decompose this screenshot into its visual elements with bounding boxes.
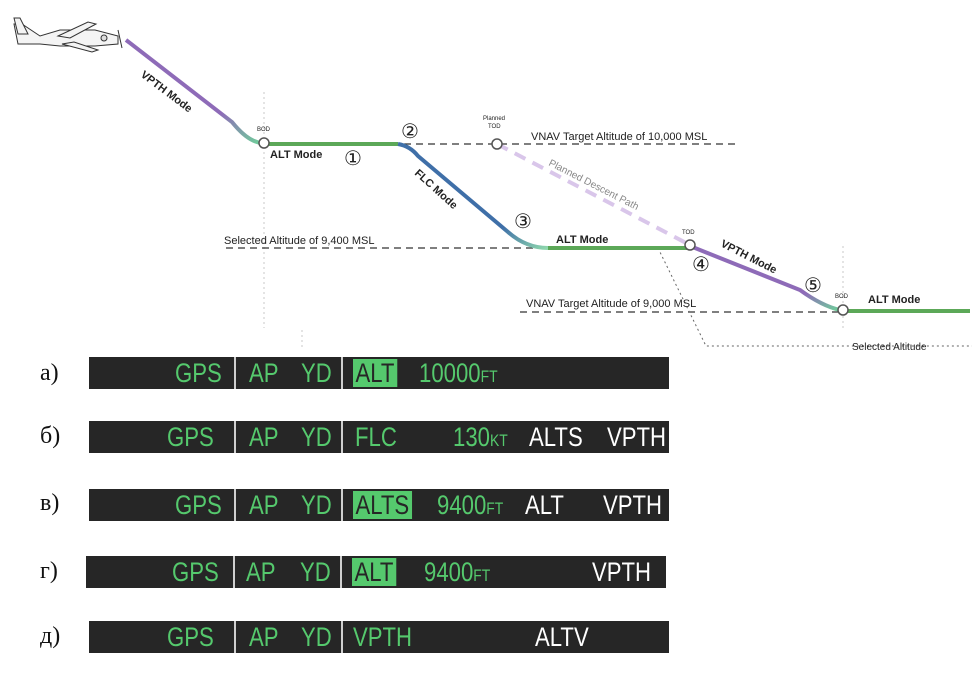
row-label-e: д) xyxy=(40,623,61,649)
ap-annunciation: AP xyxy=(249,358,279,388)
separator xyxy=(234,421,236,453)
altitude-reference-value: 9400FT xyxy=(424,556,490,588)
planned-tod-label: Planned xyxy=(483,116,505,122)
separator xyxy=(341,357,343,389)
vnav-target-9000-label: VNAV Target Altitude of 9,000 MSL xyxy=(526,298,696,310)
altitude-reference-value: 9400FT xyxy=(437,489,503,521)
alt-mode-label-1: ALT Mode xyxy=(270,149,322,161)
gps-annunciation: GPS xyxy=(167,622,214,652)
bod-label-1: BOD xyxy=(257,127,271,133)
planned-tod-marker xyxy=(491,138,503,150)
step-5-marker: ⑤ xyxy=(804,273,822,297)
gps-annunciation: GPS xyxy=(167,422,214,452)
active-vertical-mode: ALT xyxy=(353,359,397,387)
separator xyxy=(340,556,342,588)
ap-annunciation: AP xyxy=(246,557,276,587)
yd-annunciation: YD xyxy=(300,557,331,587)
reference-unit: KT xyxy=(489,431,508,450)
armed-mode-1: ALT xyxy=(525,490,564,520)
gps-annunciation: GPS xyxy=(175,358,222,388)
row-label-c: в) xyxy=(40,490,60,516)
planned-tod-label-2: TOD xyxy=(488,124,501,130)
separator xyxy=(341,621,343,653)
ap-annunciation: AP xyxy=(249,622,279,652)
step-4-marker: ④ xyxy=(692,252,710,276)
active-vertical-mode: VPTH xyxy=(353,622,413,652)
separator xyxy=(234,489,236,521)
reference-unit: FT xyxy=(480,367,498,386)
tod-label: TOD xyxy=(682,230,695,236)
step-2-marker: ② xyxy=(401,119,419,143)
step-3-marker: ③ xyxy=(514,209,532,233)
bod-1-marker xyxy=(258,137,270,149)
annunciator-strip-a: GPS AP YD ALT 10000FT xyxy=(89,357,669,389)
tod-marker xyxy=(684,239,696,251)
vpth-descent-segment-1 xyxy=(124,38,263,145)
reference-unit: FT xyxy=(486,499,504,518)
reference-number: 9400 xyxy=(437,490,487,520)
reference-number: 130 xyxy=(453,422,490,452)
yd-annunciation: YD xyxy=(301,490,332,520)
separator xyxy=(234,621,236,653)
gps-annunciation: GPS xyxy=(175,490,222,520)
yd-annunciation: YD xyxy=(301,358,332,388)
yd-annunciation: YD xyxy=(301,622,332,652)
armed-mode-2: VPTH xyxy=(603,490,663,520)
gps-annunciation: GPS xyxy=(172,557,219,587)
armed-mode-2: VPTH xyxy=(592,557,652,587)
bod-label-2: BOD xyxy=(835,294,849,300)
planned-descent-path-label: Planned Descent Path xyxy=(547,158,641,213)
flc-descent-segment xyxy=(397,142,549,250)
selected-altitude-line xyxy=(657,247,972,347)
separator xyxy=(233,556,235,588)
airplane-icon xyxy=(13,17,123,53)
descent-profile-diagram: VPTH Mode BOD ALT Mode ① ② Planned TOD V… xyxy=(13,17,972,353)
reference-number: 10000 xyxy=(419,358,481,388)
vpth-descent-segment-2 xyxy=(689,244,841,312)
bod-2-marker xyxy=(837,304,849,316)
active-vertical-mode: ALTS xyxy=(353,491,412,519)
annunciator-strip-c: GPS AP YD ALTS 9400FT ALT VPTH xyxy=(89,489,669,521)
reference-number: 9400 xyxy=(424,557,474,587)
annunciator-strip-b: GPS AP YD FLC 130KT ALTS VPTH xyxy=(89,421,669,453)
ap-annunciation: AP xyxy=(249,490,279,520)
step-1-marker: ① xyxy=(344,146,362,170)
ap-annunciation: AP xyxy=(249,422,279,452)
altitude-reference-value: 10000FT xyxy=(419,357,498,389)
separator xyxy=(341,421,343,453)
vnav-target-10000-label: VNAV Target Altitude of 10,000 MSL xyxy=(531,131,707,143)
annunciator-strip-e: GPS AP YD VPTH ALTV xyxy=(89,621,669,653)
annunciator-strip-d: GPS AP YD ALT 9400FT VPTH xyxy=(86,556,666,588)
alt-mode-label-2: ALT Mode xyxy=(556,234,608,246)
separator xyxy=(234,357,236,389)
active-vertical-mode: FLC xyxy=(355,422,397,452)
flc-mode-label: FLC Mode xyxy=(412,167,460,211)
alt-mode-label-3: ALT Mode xyxy=(868,294,920,306)
armed-mode-2: VPTH xyxy=(607,422,667,452)
row-label-d: г) xyxy=(40,558,58,584)
separator xyxy=(341,489,343,521)
armed-mode-1: ALTV xyxy=(535,622,589,652)
speed-reference-value: 130KT xyxy=(453,421,508,453)
active-vertical-mode: ALT xyxy=(352,558,396,586)
row-label-a: а) xyxy=(40,360,59,386)
yd-annunciation: YD xyxy=(301,422,332,452)
row-label-b: б) xyxy=(40,423,61,449)
armed-mode-1: ALTS xyxy=(529,422,583,452)
planned-descent-path-line xyxy=(496,142,691,247)
vpth-mode-label-1: VPTH Mode xyxy=(138,69,194,115)
selected-altitude-9400-label: Selected Altitude of 9,400 MSL xyxy=(224,235,374,247)
reference-unit: FT xyxy=(473,566,491,585)
selected-altitude-label: Selected Altitude xyxy=(852,342,927,353)
